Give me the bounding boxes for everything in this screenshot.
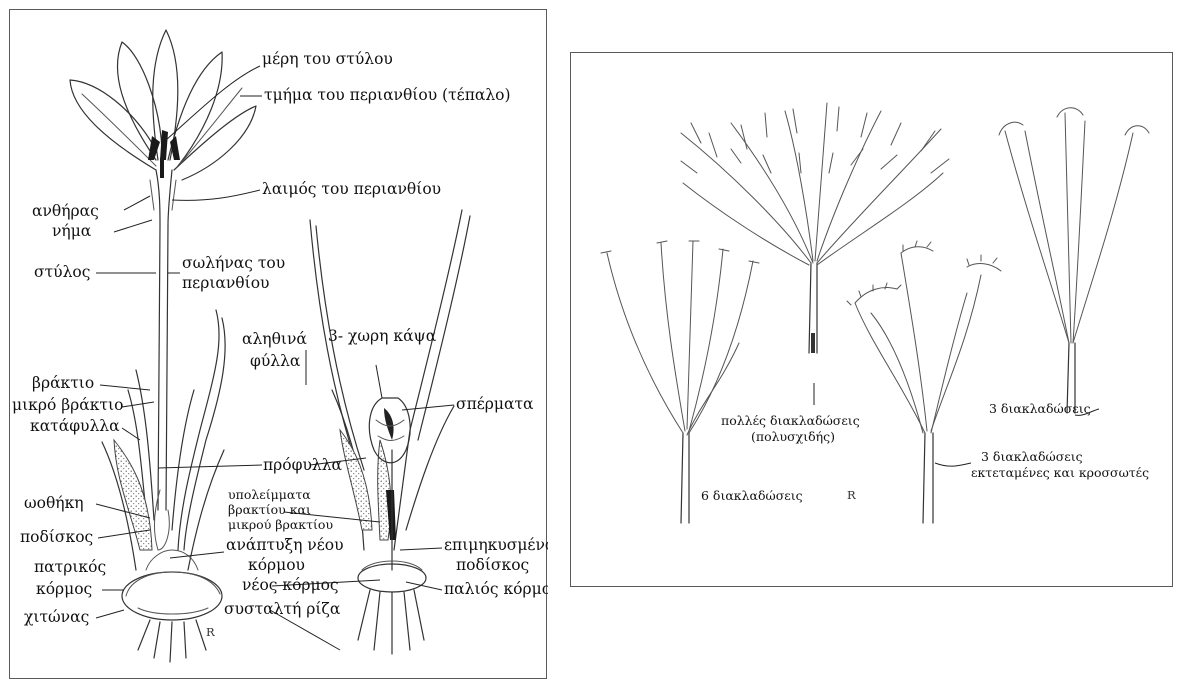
parent-corm-illustration [122, 550, 222, 662]
label-new-corm-development-line1: ανάπτυξη νέου [226, 536, 344, 554]
label-three-branches-fringed-line2: εκτεταμένες και κροσσωτές [971, 465, 1149, 480]
label-parent-corm-line1: πατρικός [34, 558, 106, 576]
label-style: στύλος [34, 263, 90, 281]
label-ovary: ωοθήκη [24, 494, 84, 512]
label-small-bract: μικρό βράκτιο [12, 396, 123, 414]
label-cataphylls: κατάφυλλα [30, 417, 120, 435]
label-many-branches-line1: πολλές διακλαδώσεις [721, 413, 860, 428]
main-plant-leaves [102, 310, 225, 570]
label-parent-corm-line2: κόρμος [36, 580, 92, 598]
label-anther: ανθήρας [32, 202, 99, 220]
flower-illustration [70, 30, 256, 225]
six-branch-stigma-illustration [601, 241, 759, 523]
label-seeds: σπέρματα [456, 395, 534, 413]
style-illustration [148, 130, 180, 210]
label-remains-line2: βρακτίου και [228, 502, 311, 517]
label-contractile-root: συσταλτή ρίζα [224, 600, 341, 618]
label-filament: νήμα [52, 222, 92, 240]
label-perianth-throat: λαιμός του περιανθίου [262, 180, 441, 198]
artist-mark-left: R [206, 625, 215, 639]
label-remains-line1: υπολείμματα [228, 487, 311, 502]
crocus-anatomy-drawing: μέρη του στύλου τμήμα του περιανθίου (τέ… [10, 10, 548, 680]
label-capsule: 3- χωρη κάψα [328, 327, 437, 345]
label-perianth-tube-line1: σωλήνας του [182, 254, 285, 272]
perianth-tube-stem [158, 225, 160, 510]
label-elongated-pedicel-line1: επιμηκυσμένος [444, 536, 548, 554]
three-branch-stigma-illustration [999, 108, 1149, 413]
label-style-parts: μέρη του στύλου [262, 50, 393, 68]
label-old-corm: παλιός κόρμος [444, 580, 548, 598]
label-new-corm-development-line2: κόρμου [248, 556, 305, 574]
stigma-types-drawing: πολλές διακλαδώσεις (πολυσχιδής) 3 διακλ… [571, 53, 1174, 588]
label-tunic: χιτώνας [24, 608, 89, 626]
label-elongated-pedicel-line2: ποδίσκος [456, 556, 529, 574]
label-remains-line3: μικρού βρακτίου [228, 517, 333, 532]
fringed-three-branch-stigma-illustration [847, 241, 1001, 523]
label-tepal: τμήμα του περιανθίου (τέπαλο) [264, 86, 511, 104]
label-three-branches-fringed-line1: 3 διακλαδώσεις [981, 449, 1083, 464]
label-prophylls: πρόφυλλα [263, 456, 343, 474]
label-new-corm: νέος κόρμος [242, 576, 339, 594]
stigma-types-panel: πολλές διακλαδώσεις (πολυσχιδής) 3 διακλ… [570, 52, 1173, 587]
label-three-branches: 3 διακλαδώσεις [989, 401, 1091, 416]
label-bract: βράκτιο [32, 374, 94, 392]
multifid-stigma-illustration [681, 103, 949, 353]
label-pedicel: ποδίσκος [20, 528, 93, 546]
label-perianth-tube-line2: περιανθίου [182, 274, 269, 292]
label-true-leaves-line2: φύλλα [250, 352, 301, 370]
label-many-branches-line2: (πολυσχιδής) [751, 429, 835, 444]
artist-mark-right: R [847, 488, 856, 502]
crocus-anatomy-panel: μέρη του στύλου τμήμα του περιανθίου (τέ… [9, 9, 547, 679]
label-six-branches: 6 διακλαδώσεις [701, 488, 803, 503]
label-true-leaves-line1: αληθινά [242, 330, 307, 348]
